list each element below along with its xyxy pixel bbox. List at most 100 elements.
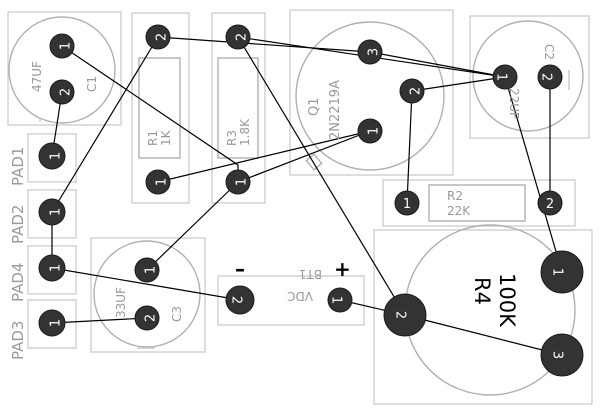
r2-pad-1[interactable] (394, 190, 420, 216)
r2-value-label: 22K (447, 204, 471, 218)
c2-pad-2[interactable] (537, 64, 563, 90)
bt1-outline (217, 275, 365, 326)
trace-r1-q1-1 (157, 130, 371, 183)
r3-ref-label: R3 (225, 130, 239, 146)
r1-value-label: 1K (159, 129, 173, 146)
r1-body (138, 57, 181, 159)
trace-pad3-c3 (51, 317, 148, 324)
q1-pad-2[interactable] (399, 78, 425, 104)
r1-pin-2-number: 2 (155, 33, 170, 41)
r2-pad-2[interactable] (537, 190, 563, 216)
r1-pad-2[interactable] (145, 24, 171, 50)
bt1-pin-1-number: 1 (329, 296, 344, 304)
c2-value-label: 22UF (507, 88, 521, 119)
bt1-ref-label: BT1 (299, 267, 322, 281)
trace-r3-q1-1 (237, 130, 371, 183)
pad3-pad[interactable] (38, 309, 66, 337)
traces (51, 36, 563, 356)
r4-pad-1[interactable] (540, 250, 584, 294)
r3-outline (211, 12, 266, 204)
silkscreen: 47UF C1 R1 1K R3 1.8K Q1 2N2219A C2 22UF… (9, 44, 556, 360)
r4-pad-2[interactable] (383, 293, 427, 337)
pad3-label: PAD3 (9, 321, 27, 360)
c2-pad-1[interactable] (492, 64, 518, 90)
trace-c2-r4 (504, 76, 563, 273)
trace-r4-wiper (404, 314, 563, 356)
pads (38, 24, 584, 377)
pad-numbers: 1 2 2 1 2 1 3 2 1 1 2 1 2 1 1 1 1 1 2 2 … (49, 33, 565, 359)
c3-pad-2[interactable] (134, 305, 160, 331)
trace-q1-3-c2 (369, 51, 506, 78)
r3-pin-2-number: 2 (235, 33, 250, 41)
c3-pin-1-number: 1 (144, 266, 159, 274)
q1-tab (305, 153, 323, 171)
pad2-label: PAD2 (9, 205, 27, 244)
pad1-pin-number: 1 (49, 152, 64, 160)
c1-pad-2[interactable] (49, 79, 75, 105)
component-bodies (8, 16, 584, 396)
c2-ref-label: C2 (542, 44, 556, 60)
trace-r1-pad2 (51, 36, 159, 213)
trace-r1-q1-3 (157, 36, 371, 53)
r2-pin-1-number: 1 (403, 197, 411, 212)
c2-body (472, 20, 584, 132)
q1-part-label: 2N2219A (328, 80, 343, 140)
q1-pad-3[interactable] (357, 39, 383, 65)
r4-value-label: 100K (495, 273, 519, 328)
r4-pin-1-number: 1 (550, 268, 565, 276)
r3-value-label: 1.8K (238, 118, 252, 146)
c3-pad-1[interactable] (134, 257, 160, 283)
bt1-pin-2-number: 2 (229, 296, 244, 304)
r2-body (428, 184, 526, 222)
r4-pin-2-number: 2 (393, 311, 408, 319)
r1-pad-1[interactable] (145, 169, 171, 195)
pad4-label: PAD4 (9, 263, 27, 302)
component-outlines (7, 9, 593, 405)
q1-pin-2-number: 2 (409, 87, 424, 95)
trace-q1-2-c2 (411, 76, 506, 92)
trace-pad4-bt1 (51, 267, 241, 301)
trace-r3-r4 (237, 36, 406, 316)
pad1-pad[interactable] (38, 142, 66, 170)
bt1-pad-1[interactable] (327, 287, 353, 313)
r3-pad-1[interactable] (225, 169, 251, 195)
r3-pad-2[interactable] (225, 24, 251, 50)
c2-pin-1-number: 1 (494, 73, 509, 81)
q1-ref-label: Q1 (307, 97, 322, 116)
pad3-outline (27, 299, 77, 349)
c3-body (93, 240, 201, 348)
bt1-pad-2[interactable] (225, 285, 255, 315)
trace-q1-2-r2 (406, 90, 413, 204)
c1-outline (7, 11, 122, 126)
c1-value-label: 47UF (30, 61, 44, 92)
r1-ref-label: R1 (146, 130, 160, 146)
q1-pin-1-number: 1 (367, 127, 382, 135)
r1-outline (131, 12, 190, 204)
c1-pin-1-number: 1 (59, 42, 74, 50)
c1-pad-1[interactable] (49, 33, 75, 59)
q1-pad-1[interactable] (357, 118, 383, 144)
pad1-outline (27, 133, 77, 183)
pad2-pin-number: 1 (49, 208, 64, 216)
pad3-pin-number: 1 (49, 319, 64, 327)
q1-body (295, 21, 445, 171)
c2-pin-2-number: 2 (539, 73, 554, 81)
pad1-label: PAD1 (9, 147, 27, 186)
r1-pin-1-number: 1 (155, 178, 170, 186)
c3-ref-label: C3 (170, 306, 184, 322)
c1-pin-2-number: 2 (59, 88, 74, 96)
c3-value-label: 33UF (114, 287, 128, 318)
r4-outline (373, 229, 593, 405)
pad4-pad[interactable] (38, 254, 66, 282)
bt1-value-label: VDC (287, 289, 313, 303)
r2-ref-label: R2 (447, 189, 463, 203)
r4-ref-label: R4 (470, 277, 494, 305)
polarity-marks (39, 70, 570, 349)
pad2-pad[interactable] (38, 198, 66, 226)
c3-outline (90, 237, 206, 353)
r2-pin-2-number: 2 (546, 197, 554, 212)
bt1-minus-sign: – (235, 257, 245, 281)
c1-body (8, 16, 116, 124)
r4-pad-3[interactable] (540, 333, 584, 377)
